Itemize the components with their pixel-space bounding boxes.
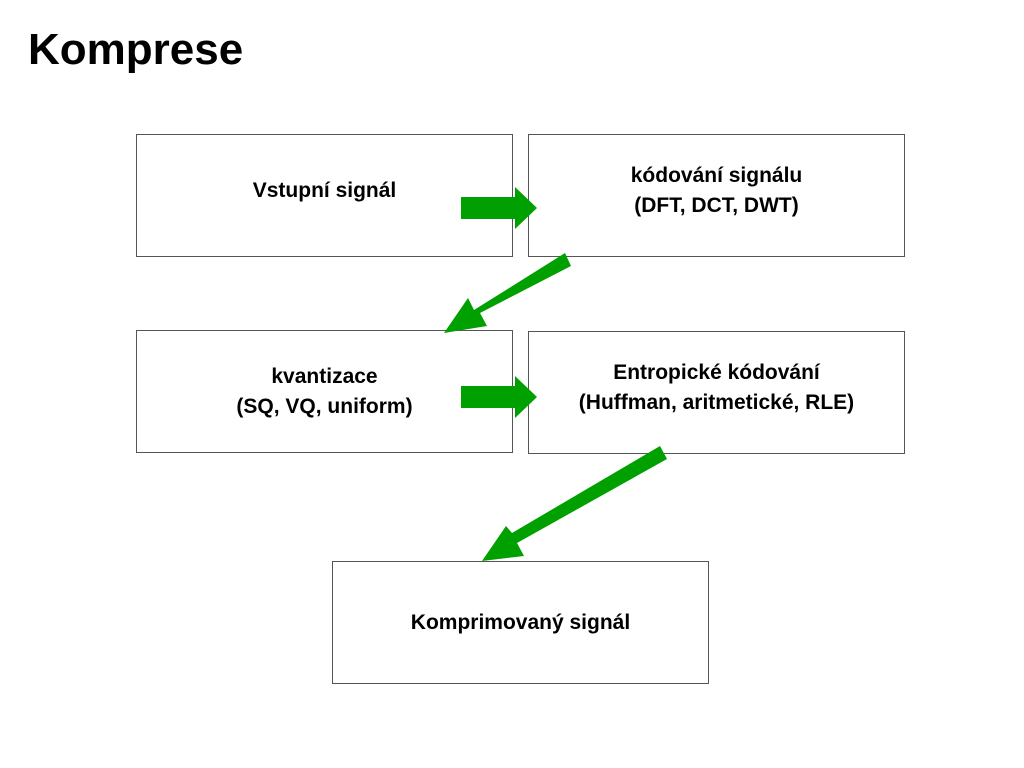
box-quantization-methods: (SQ, VQ, uniform) <box>236 394 413 418</box>
box-entropy-coding-label: Entropické kódování <box>613 360 820 384</box>
arrow-down-left-icon <box>444 253 571 333</box>
box-compressed-signal-label: Komprimovaný signál <box>410 610 631 634</box>
box-quantization-label: kvantizace <box>271 364 378 388</box>
box-signal-coding-methods: (DFT, DCT, DWT) <box>634 193 799 217</box>
box-input-signal: Vstupní signál <box>136 134 513 257</box>
arrow-down-left-icon <box>482 446 667 561</box>
box-entropy-coding-methods: (Huffman, aritmetické, RLE) <box>578 390 855 414</box>
box-input-signal-label: Vstupní signál <box>252 178 397 202</box>
box-entropy-coding: Entropické kódování (Huffman, aritmetick… <box>528 331 905 454</box>
slide-title: Komprese <box>28 25 244 74</box>
box-signal-coding-label: kódování signálu <box>630 163 803 187</box>
box-quantization: kvantizace (SQ, VQ, uniform) <box>136 330 513 453</box>
box-signal-coding: kódování signálu (DFT, DCT, DWT) <box>528 134 905 257</box>
box-compressed-signal: Komprimovaný signál <box>332 561 709 684</box>
